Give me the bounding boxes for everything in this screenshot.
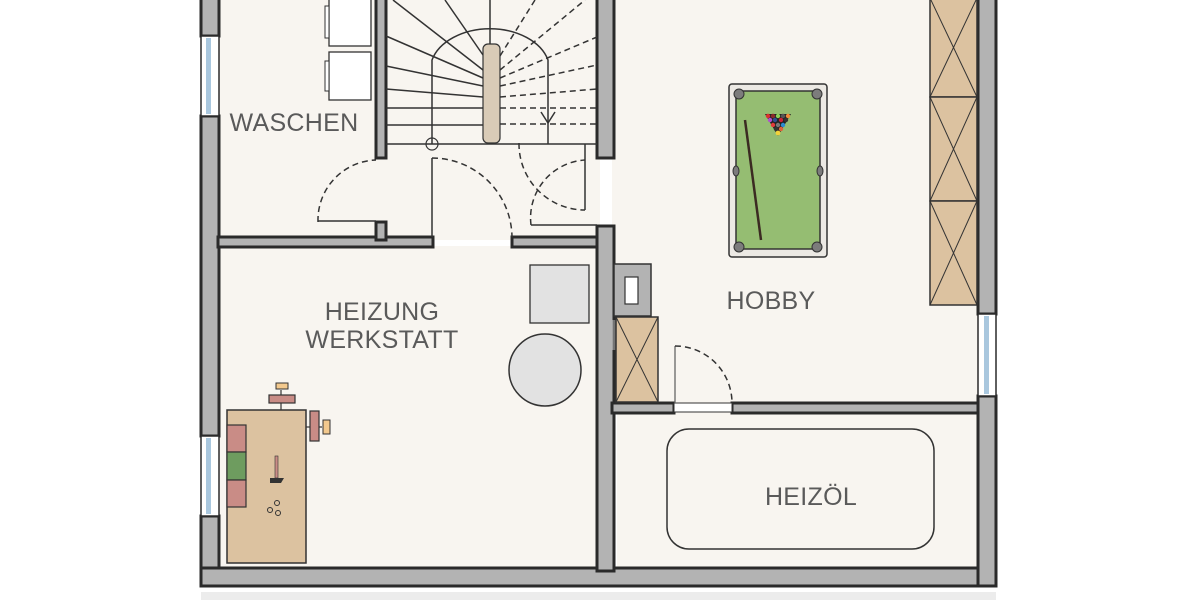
- vise-side: [309, 410, 320, 442]
- floor-heizoel: [617, 412, 978, 568]
- stair-core: [482, 43, 501, 144]
- caption-strip: [201, 592, 996, 600]
- wall-heizung-right: [595, 224, 616, 573]
- vise-top: [268, 394, 296, 404]
- stair-direction-arrow: [540, 111, 556, 125]
- billiard-cue: [743, 119, 763, 241]
- interior-walls: [216, 0, 980, 573]
- oil-tank: [666, 428, 935, 550]
- heating-equipment: [508, 263, 652, 407]
- window-waschen: [200, 35, 220, 117]
- wall-right-top: [976, 0, 998, 316]
- laundry-appliances: [324, 0, 372, 101]
- wall-waschen-stair: [374, 0, 388, 160]
- wall-stair-hobby: [595, 0, 616, 160]
- window-hobby: [977, 313, 997, 397]
- wall-hall-bottom: [510, 235, 602, 249]
- room-label-waschen: WASCHEN: [230, 109, 359, 137]
- door-hobby: [518, 142, 586, 211]
- hammer-icon: [270, 478, 284, 483]
- billiard-balls: [765, 113, 791, 136]
- room-label-heizung: HEIZUNG: [325, 298, 440, 326]
- wall-left-top: [199, 0, 221, 38]
- room-label-werkstatt: WERKSTATT: [305, 326, 458, 354]
- staircase: [385, 0, 598, 151]
- washing-machine: [328, 0, 372, 47]
- wall-heizoel-top-left: [610, 401, 676, 415]
- storage-cabinets-right: [929, 0, 978, 306]
- door-heizung: [431, 157, 513, 238]
- wall-right-bottom: [976, 394, 998, 588]
- water-tank: [508, 333, 582, 407]
- boiler-unit: [529, 264, 590, 324]
- window-heizung: [200, 435, 220, 517]
- dryer: [328, 51, 372, 101]
- wall-stub: [374, 220, 388, 242]
- windows: [200, 35, 997, 517]
- storage-cabinet-small: [615, 316, 659, 403]
- floors: [218, 0, 978, 568]
- workbench: [226, 382, 331, 564]
- door-heizoel-threshold: [673, 402, 733, 413]
- wall-heizoel-top-right: [730, 401, 980, 415]
- room-label-heizoel: HEIZÖL: [765, 483, 857, 511]
- stair-start-marker: [425, 137, 439, 151]
- room-label-hobby: HOBBY: [726, 287, 815, 315]
- billiard-table: [728, 83, 828, 258]
- door-waschen: [317, 159, 377, 223]
- wall-waschen-bottom: [216, 235, 435, 249]
- door-heizoel: [674, 345, 733, 404]
- doors: [317, 142, 733, 404]
- wall-left-mid: [199, 114, 221, 438]
